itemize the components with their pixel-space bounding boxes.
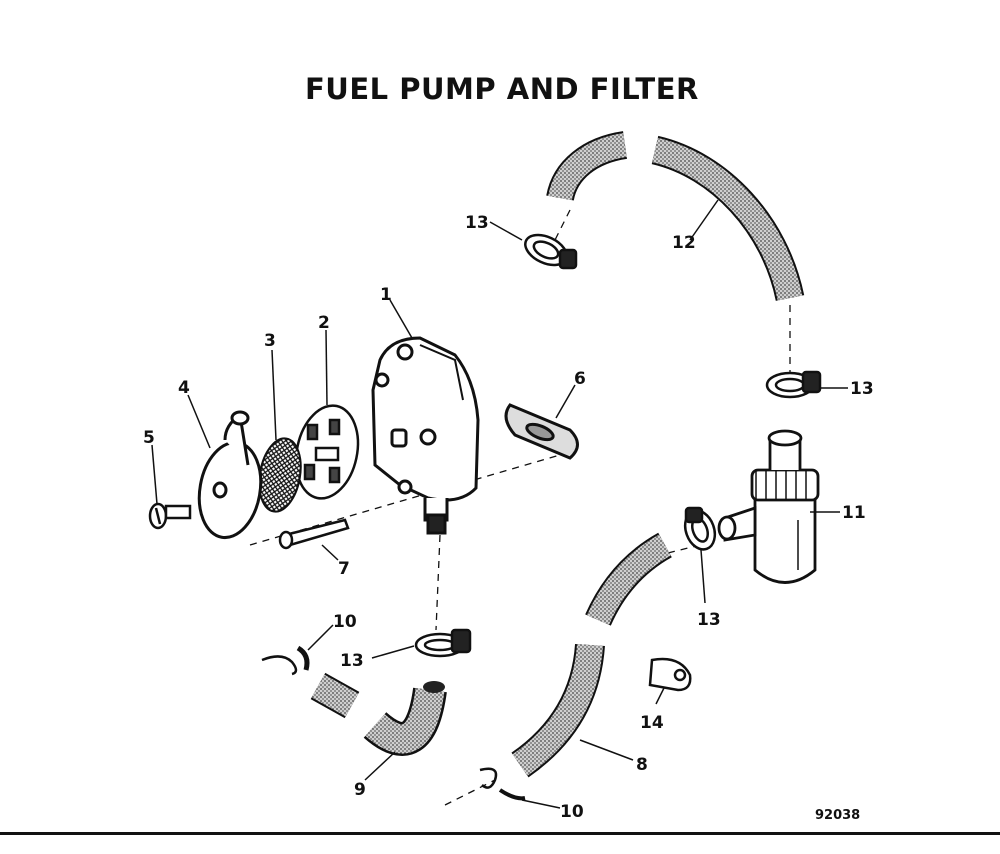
elbow-hose: [310, 672, 447, 756]
callout-2: 2: [318, 313, 330, 333]
callout-9: 9: [354, 780, 366, 800]
bottom-rule: [0, 832, 1000, 835]
diagram-title: FUEL PUMP AND FILTER: [305, 72, 699, 106]
assembly-lines: [249, 209, 791, 806]
callout-labels: 1 2 3 4 5 6 7 8 9 10 10 11 12 13 13 13 1…: [143, 213, 874, 822]
pump-cover: [197, 410, 263, 540]
hose-clip-upper: [261, 645, 310, 676]
callout-11: 11: [842, 503, 866, 523]
callout-4: 4: [178, 378, 190, 398]
callout-13-side: 13: [697, 610, 721, 630]
callout-6: 6: [574, 369, 586, 389]
callout-14: 14: [640, 713, 664, 733]
gasket: [504, 403, 579, 460]
cover-screw: [148, 502, 192, 530]
callout-1: 1: [380, 285, 392, 305]
hose-clamp-filter: [765, 370, 822, 399]
fuel-pump-body: [371, 336, 480, 535]
leader-lines: [151, 199, 848, 809]
mounting-bracket: [648, 657, 692, 692]
callout-7: 7: [338, 559, 350, 579]
fuel-hose-upper: [546, 131, 805, 302]
hose-clamp-filter-side: [683, 506, 717, 551]
retaining-pin: [278, 518, 350, 550]
lower-fuel-hose: [511, 532, 673, 778]
callout-13-filter: 13: [850, 379, 874, 399]
callout-13-top: 13: [465, 213, 489, 233]
callout-3: 3: [264, 331, 276, 351]
figure-number: 92038: [815, 808, 861, 823]
callout-12: 12: [672, 233, 696, 253]
callout-8: 8: [636, 755, 648, 775]
callout-5: 5: [143, 428, 155, 448]
callout-13-pump: 13: [340, 651, 364, 671]
fuel-filter: [717, 429, 820, 584]
hose-clamp-top: [524, 233, 578, 270]
hose-clip-lower: [479, 767, 526, 801]
callout-10-upper: 10: [333, 612, 357, 632]
callout-10-lower: 10: [560, 802, 584, 822]
diaphragm: [294, 404, 360, 500]
hose-clamp-pump: [414, 628, 472, 658]
